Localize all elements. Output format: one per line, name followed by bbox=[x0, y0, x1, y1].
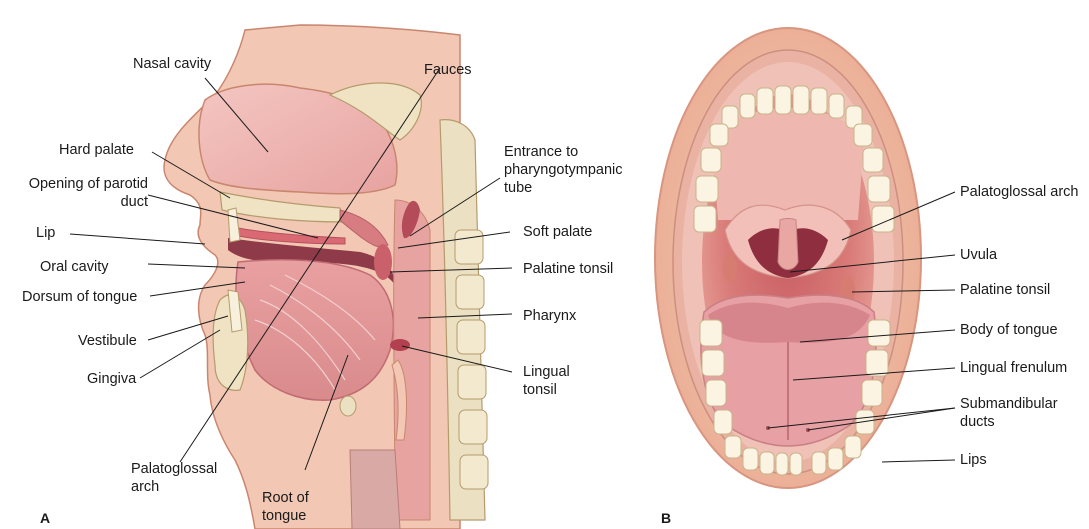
label-lingual-tonsil-line1: Lingual bbox=[523, 364, 570, 380]
label-lingual-tonsil-line2: tonsil bbox=[523, 382, 557, 398]
label-root-of-tongue-line1: Root of bbox=[262, 490, 309, 506]
label-submandibular-ducts-line2: ducts bbox=[960, 414, 995, 430]
label-pharynx: Pharynx bbox=[523, 308, 576, 324]
label-entrance-line3: tube bbox=[504, 180, 532, 196]
trachea bbox=[350, 450, 400, 529]
label-palatine-tonsil-a: Palatine tonsil bbox=[523, 261, 613, 277]
panel-letter-a: A bbox=[40, 510, 50, 526]
hyoid-bone bbox=[340, 396, 356, 416]
sagittal-section bbox=[164, 25, 488, 529]
label-opening-parotid-duct-line2: duct bbox=[8, 194, 148, 210]
panel-letter-b: B bbox=[661, 510, 671, 526]
label-oral-cavity: Oral cavity bbox=[40, 259, 109, 275]
label-palatoglossal-arch-b: Palatoglossal arch bbox=[960, 184, 1079, 200]
label-dorsum-of-tongue: Dorsum of tongue bbox=[22, 289, 137, 305]
label-vestibule: Vestibule bbox=[78, 333, 137, 349]
label-hard-palate: Hard palate bbox=[59, 142, 134, 158]
label-palatoglossal-arch-a-line2: arch bbox=[131, 479, 159, 495]
label-lips: Lips bbox=[960, 452, 987, 468]
label-submandibular-ducts-line1: Submandibular bbox=[960, 396, 1058, 412]
label-uvula: Uvula bbox=[960, 247, 997, 263]
lingual-tonsil-a bbox=[390, 339, 410, 351]
label-entrance-line1: Entrance to bbox=[504, 144, 578, 160]
label-nasal-cavity: Nasal cavity bbox=[133, 56, 211, 72]
label-palatine-tonsil-b: Palatine tonsil bbox=[960, 282, 1050, 298]
label-entrance-line2: pharyngotympanic bbox=[504, 162, 623, 178]
label-palatoglossal-arch-a-line1: Palatoglossal bbox=[131, 461, 217, 477]
label-lip: Lip bbox=[36, 225, 55, 241]
tongue-tip bbox=[708, 303, 870, 343]
palatine-tonsil-a bbox=[374, 244, 392, 280]
label-root-of-tongue-line2: tongue bbox=[262, 508, 306, 524]
palatine-tonsil-left bbox=[723, 254, 737, 282]
uvula bbox=[778, 219, 798, 270]
label-lingual-frenulum: Lingual frenulum bbox=[960, 360, 1067, 376]
label-opening-parotid-duct-line1: Opening of parotid bbox=[8, 176, 148, 192]
label-gingiva: Gingiva bbox=[87, 371, 136, 387]
label-soft-palate: Soft palate bbox=[523, 224, 592, 240]
label-fauces: Fauces bbox=[424, 62, 472, 78]
label-body-of-tongue: Body of tongue bbox=[960, 322, 1058, 338]
